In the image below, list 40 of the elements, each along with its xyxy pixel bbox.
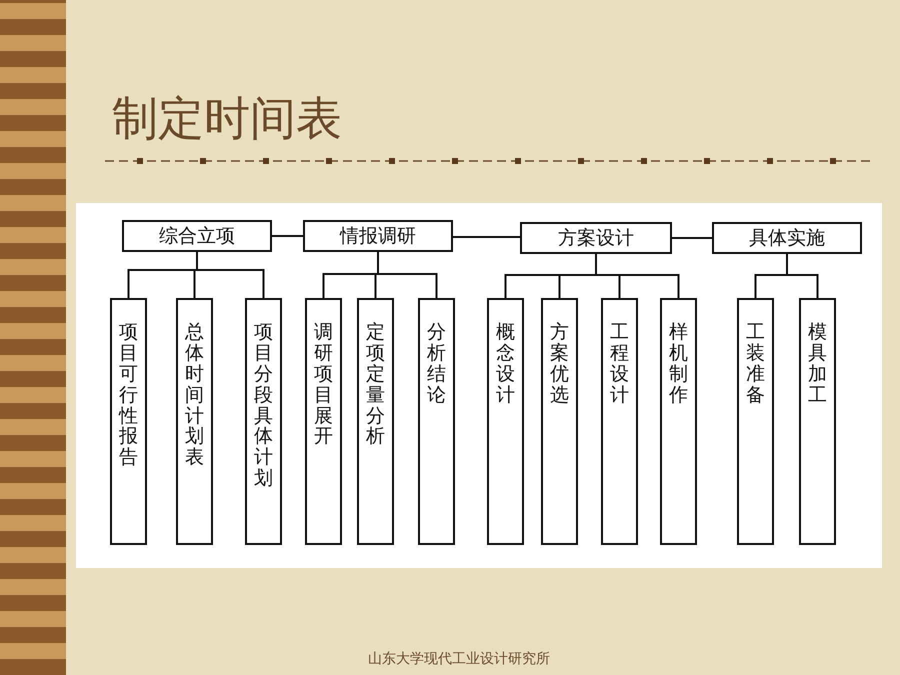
task-box	[737, 298, 774, 545]
node-label: 方案设计	[558, 226, 634, 251]
task-box	[660, 298, 697, 545]
task-box	[541, 298, 578, 545]
connector-line	[595, 254, 680, 298]
connector-line	[453, 236, 520, 238]
task-box	[418, 298, 455, 545]
node-label: 项目分段具体计划	[254, 322, 273, 492]
node-label: 分析结论	[427, 322, 446, 408]
node-label: 模具加工	[808, 322, 827, 408]
task-box	[487, 298, 524, 545]
task-box	[357, 298, 394, 545]
node-label: 总体时间计划表	[185, 322, 204, 470]
connector-line	[786, 254, 818, 298]
node-label: 工程设计	[610, 322, 629, 408]
task-box	[245, 298, 282, 545]
phase-box	[712, 222, 862, 254]
task-box	[176, 298, 213, 545]
task-box	[305, 298, 342, 545]
phase-box	[520, 222, 672, 254]
node-label: 样机制作	[669, 322, 688, 408]
phase-box	[303, 220, 453, 252]
node-label: 项目可行性报告	[119, 322, 138, 470]
node-label: 工装准备	[746, 322, 765, 408]
node-label: 具体实施	[749, 226, 825, 251]
node-label: 情报调研	[340, 224, 416, 249]
task-box	[110, 298, 147, 545]
footer-note: 山东大学现代工业设计研究所	[368, 650, 550, 668]
slide-title: 制定时间表	[112, 90, 342, 147]
task-box	[601, 298, 638, 545]
node-label: 概念设计	[496, 322, 515, 408]
node-label: 定项定量分析	[366, 322, 385, 450]
task-box	[799, 298, 836, 545]
node-label: 综合立项	[159, 224, 235, 249]
node-label: 方案优选	[550, 322, 569, 408]
connector-line	[196, 252, 264, 298]
connector-line	[272, 235, 303, 237]
connector-line	[672, 237, 712, 239]
node-label: 调研项目展开	[314, 322, 333, 450]
phase-box	[122, 220, 272, 252]
